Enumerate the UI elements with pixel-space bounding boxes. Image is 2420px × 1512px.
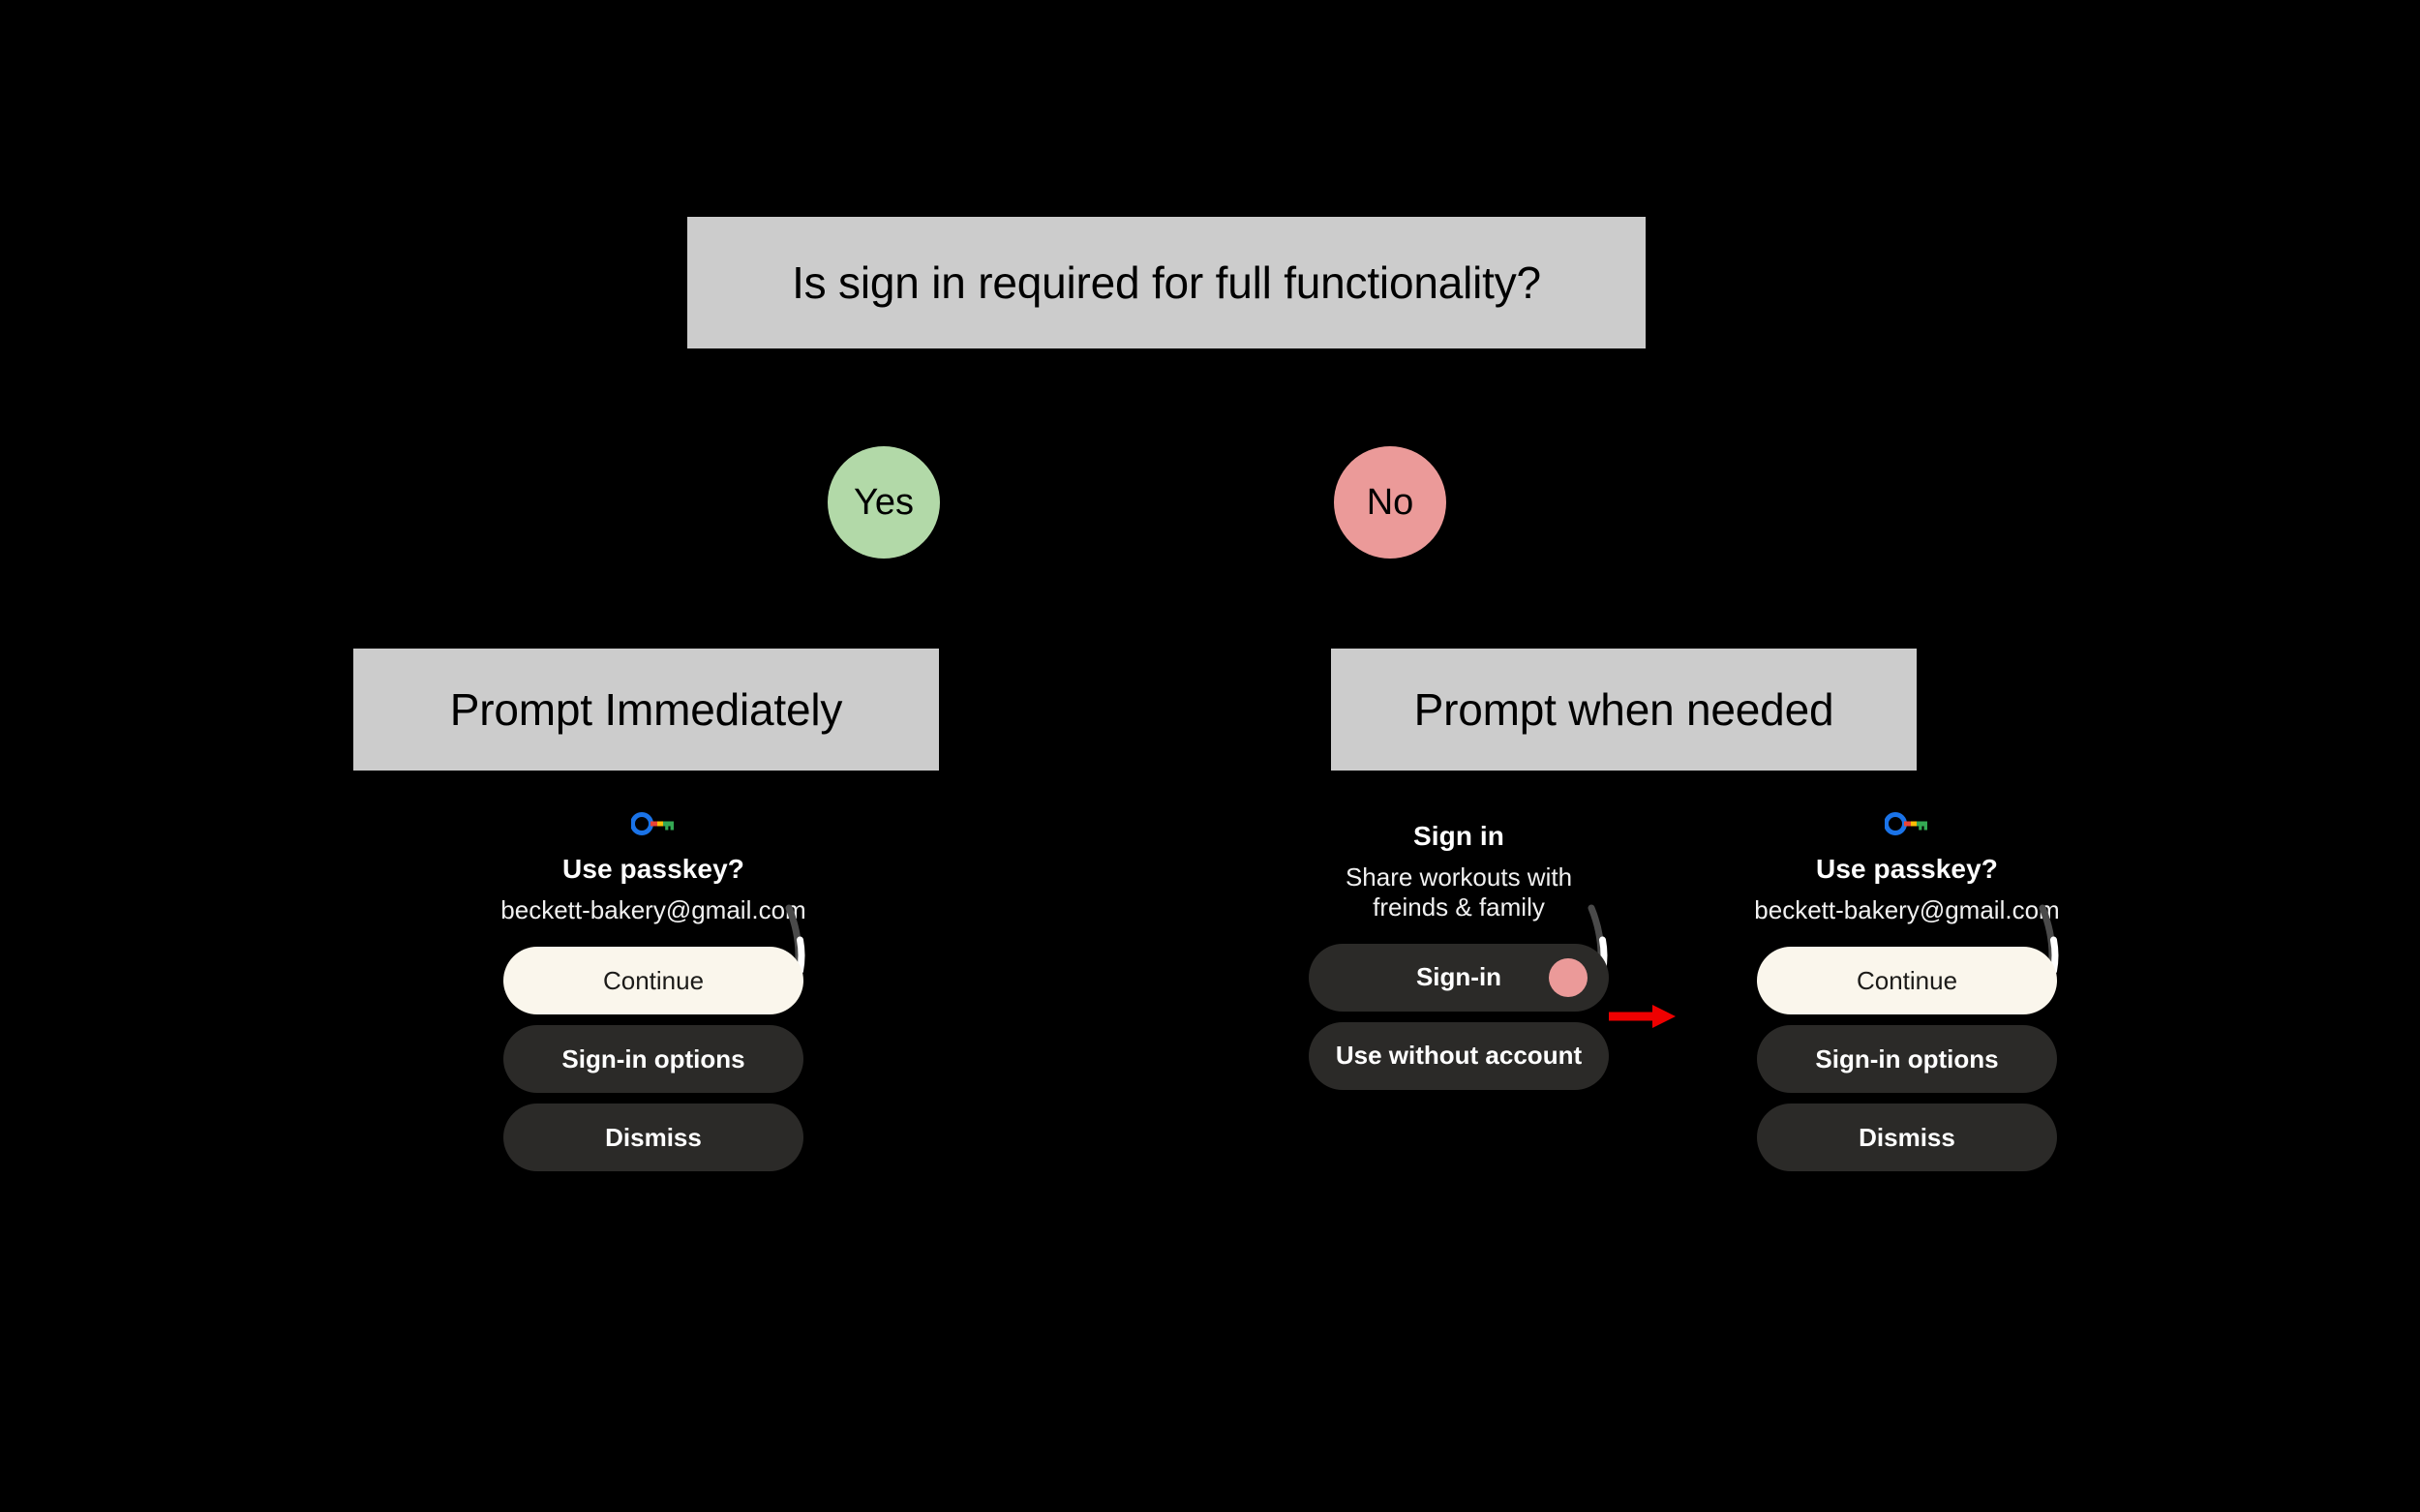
continue-button-label: Continue	[602, 965, 705, 995]
connector-no-to-right-box	[1388, 559, 1392, 649]
sign-in-options-button[interactable]: Sign-in options	[503, 1024, 803, 1093]
google-passkey-icon	[631, 812, 674, 835]
sign-in-options-button[interactable]: Sign-in options	[1757, 1024, 2057, 1093]
google-passkey-icon	[1885, 812, 1927, 835]
card-subtitle: beckett-bakery@gmail.com	[1754, 895, 2060, 925]
sign-in-button[interactable]: Sign-in	[1309, 943, 1609, 1012]
decision-title-box: Is sign in required for full functionali…	[687, 217, 1646, 348]
continue-button[interactable]: Continue	[503, 946, 803, 1014]
page-title: Is sign in required for full functionali…	[792, 257, 1541, 308]
red-annotation-arrow-icon	[1609, 1005, 1676, 1028]
continue-button-label: Continue	[1856, 965, 1958, 995]
pink-dot-marker-icon	[1549, 957, 1588, 997]
dismiss-button[interactable]: Dismiss	[1757, 1103, 2057, 1171]
sign-in-options-button-label: Sign-in options	[1815, 1043, 1999, 1074]
branch-yes-label: Yes	[854, 482, 914, 523]
outcome-right-label: Prompt when needed	[1413, 683, 1834, 735]
continue-button[interactable]: Continue	[1757, 946, 2057, 1014]
dismiss-button-label: Dismiss	[1859, 1122, 1955, 1152]
watch-card-right-passkey: Use passkey? beckett-bakery@gmail.com Co…	[1742, 811, 2072, 1171]
dismiss-button-label: Dismiss	[605, 1122, 702, 1152]
use-without-account-button[interactable]: Use without account	[1309, 1021, 1609, 1090]
button-stack: Sign-in Use without account	[1309, 943, 1609, 1090]
card-title: Sign in	[1412, 821, 1505, 851]
card-title: Use passkey?	[562, 854, 744, 884]
outcome-left-label: Prompt Immediately	[449, 683, 843, 735]
sign-in-options-button-label: Sign-in options	[561, 1043, 745, 1074]
card-subtitle: beckett-bakery@gmail.com	[500, 895, 806, 925]
card-title: Use passkey?	[1816, 854, 1998, 884]
branch-yes[interactable]: Yes	[828, 446, 940, 559]
watch-card-left-passkey: Use passkey? beckett-bakery@gmail.com Co…	[489, 811, 818, 1171]
dismiss-button[interactable]: Dismiss	[503, 1103, 803, 1171]
watch-card-signin: Sign in Share workouts with freinds & fa…	[1309, 821, 1609, 1090]
branch-no-label: No	[1366, 482, 1414, 523]
button-stack: Continue Sign-in options Dismiss	[1757, 946, 2057, 1171]
use-without-account-button-label: Use without account	[1335, 1041, 1583, 1071]
connector-yes-to-left-box	[882, 559, 886, 649]
connector-title-to-yes	[882, 348, 886, 446]
button-stack: Continue Sign-in options Dismiss	[503, 946, 803, 1171]
connector-title-spine	[882, 347, 1392, 350]
card-subtitle: Share workouts with freinds & family	[1345, 862, 1573, 922]
sign-in-button-label: Sign-in	[1415, 962, 1502, 992]
outcome-box-prompt-immediately: Prompt Immediately	[353, 649, 939, 771]
connector-title-to-no	[1388, 348, 1392, 446]
branch-no[interactable]: No	[1334, 446, 1446, 559]
outcome-box-prompt-when-needed: Prompt when needed	[1331, 649, 1917, 771]
